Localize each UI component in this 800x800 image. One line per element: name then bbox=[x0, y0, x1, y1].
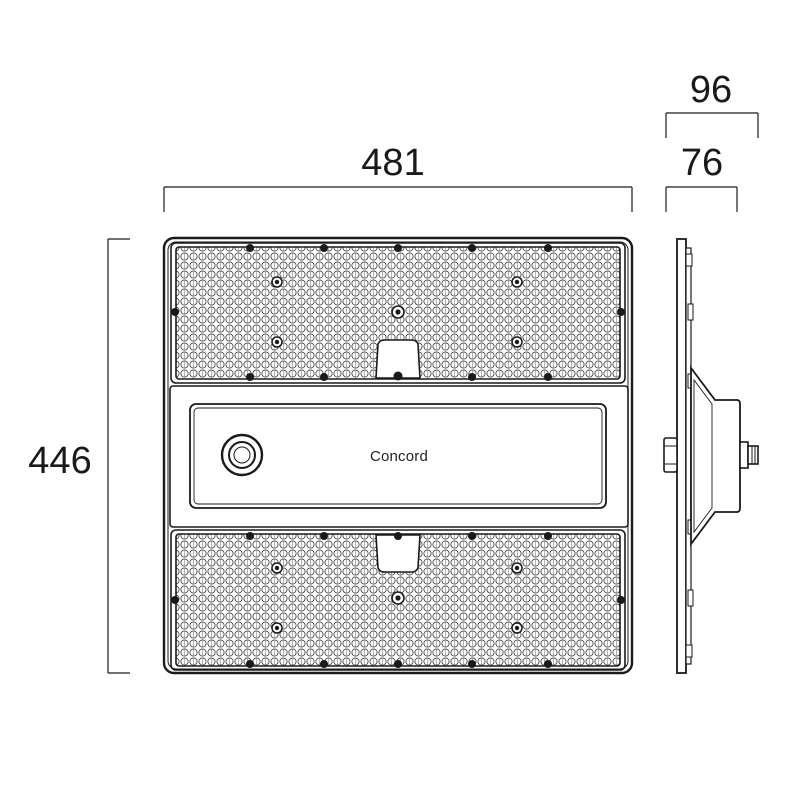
left-connector-icon bbox=[663, 437, 678, 473]
side-plate bbox=[676, 238, 687, 674]
cable-gland-icon bbox=[739, 441, 759, 469]
upper-screws bbox=[271, 276, 523, 348]
depth-body-dimension: 76 bbox=[665, 142, 738, 212]
depth-body-label: 76 bbox=[681, 142, 723, 184]
width-label: 481 bbox=[361, 142, 424, 184]
depth-total-dimension: 96 bbox=[665, 69, 759, 138]
lower-led-panel bbox=[170, 529, 626, 671]
height-dimension: 446 bbox=[28, 238, 130, 674]
depth-total-label: 96 bbox=[690, 69, 732, 111]
side-body bbox=[690, 365, 741, 547]
lower-mount-bracket bbox=[375, 534, 421, 573]
brand-logo: Concord bbox=[370, 448, 428, 465]
side-view bbox=[663, 238, 759, 674]
front-view: Concord bbox=[162, 236, 634, 675]
lower-screws bbox=[271, 562, 523, 634]
upper-mount-bracket bbox=[375, 339, 421, 379]
width-dimension: 481 bbox=[163, 142, 633, 212]
height-label: 446 bbox=[28, 440, 91, 482]
upper-led-panel bbox=[170, 242, 626, 384]
driver-housing: Concord bbox=[169, 385, 629, 528]
sensor-icon bbox=[220, 433, 264, 477]
